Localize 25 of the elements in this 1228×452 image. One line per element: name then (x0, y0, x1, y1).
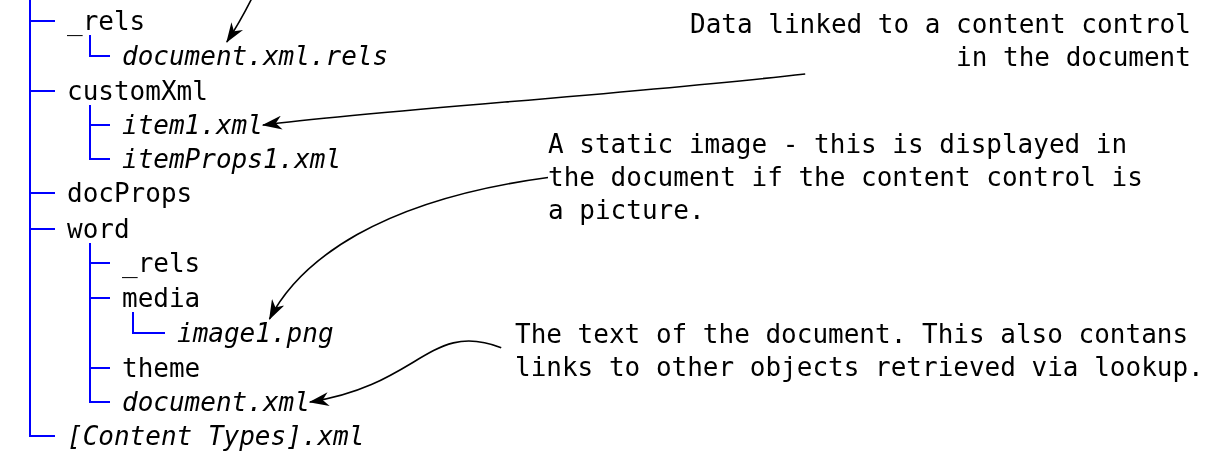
file-name: document.xml.rels (110, 42, 389, 70)
folder-name: docProps (55, 179, 193, 207)
folder-name: word (55, 215, 130, 243)
arrow (261, 73, 806, 130)
tree-line (89, 242, 111, 403)
file-name: item1.xml (110, 111, 263, 139)
arrow (226, 0, 253, 43)
file-name: itemProps1.xml (110, 145, 342, 173)
folder-name: _rels (55, 7, 146, 35)
folder-name: _rels (110, 249, 201, 277)
annotation-text: Data linked to a content control in the document (690, 8, 1191, 74)
tree-line (89, 34, 111, 57)
file-name: [Content Types].xml (55, 422, 365, 450)
folder-name: theme (110, 354, 201, 382)
arrow (308, 340, 503, 406)
file-name: image1.png (165, 319, 334, 347)
tree-line (132, 311, 166, 334)
tree-line (29, 0, 56, 437)
folder-name: customXml (55, 77, 208, 105)
arrow (268, 176, 549, 320)
annotation-text: A static image - this is displayed in the document if the content control is a picture. (548, 128, 1143, 227)
tree-line (89, 104, 111, 160)
annotation-text: The text of the document. This also contans links to other objects retrieved via lookup. (515, 318, 1204, 384)
folder-name: media (110, 284, 201, 312)
file-name: document.xml (110, 388, 310, 416)
